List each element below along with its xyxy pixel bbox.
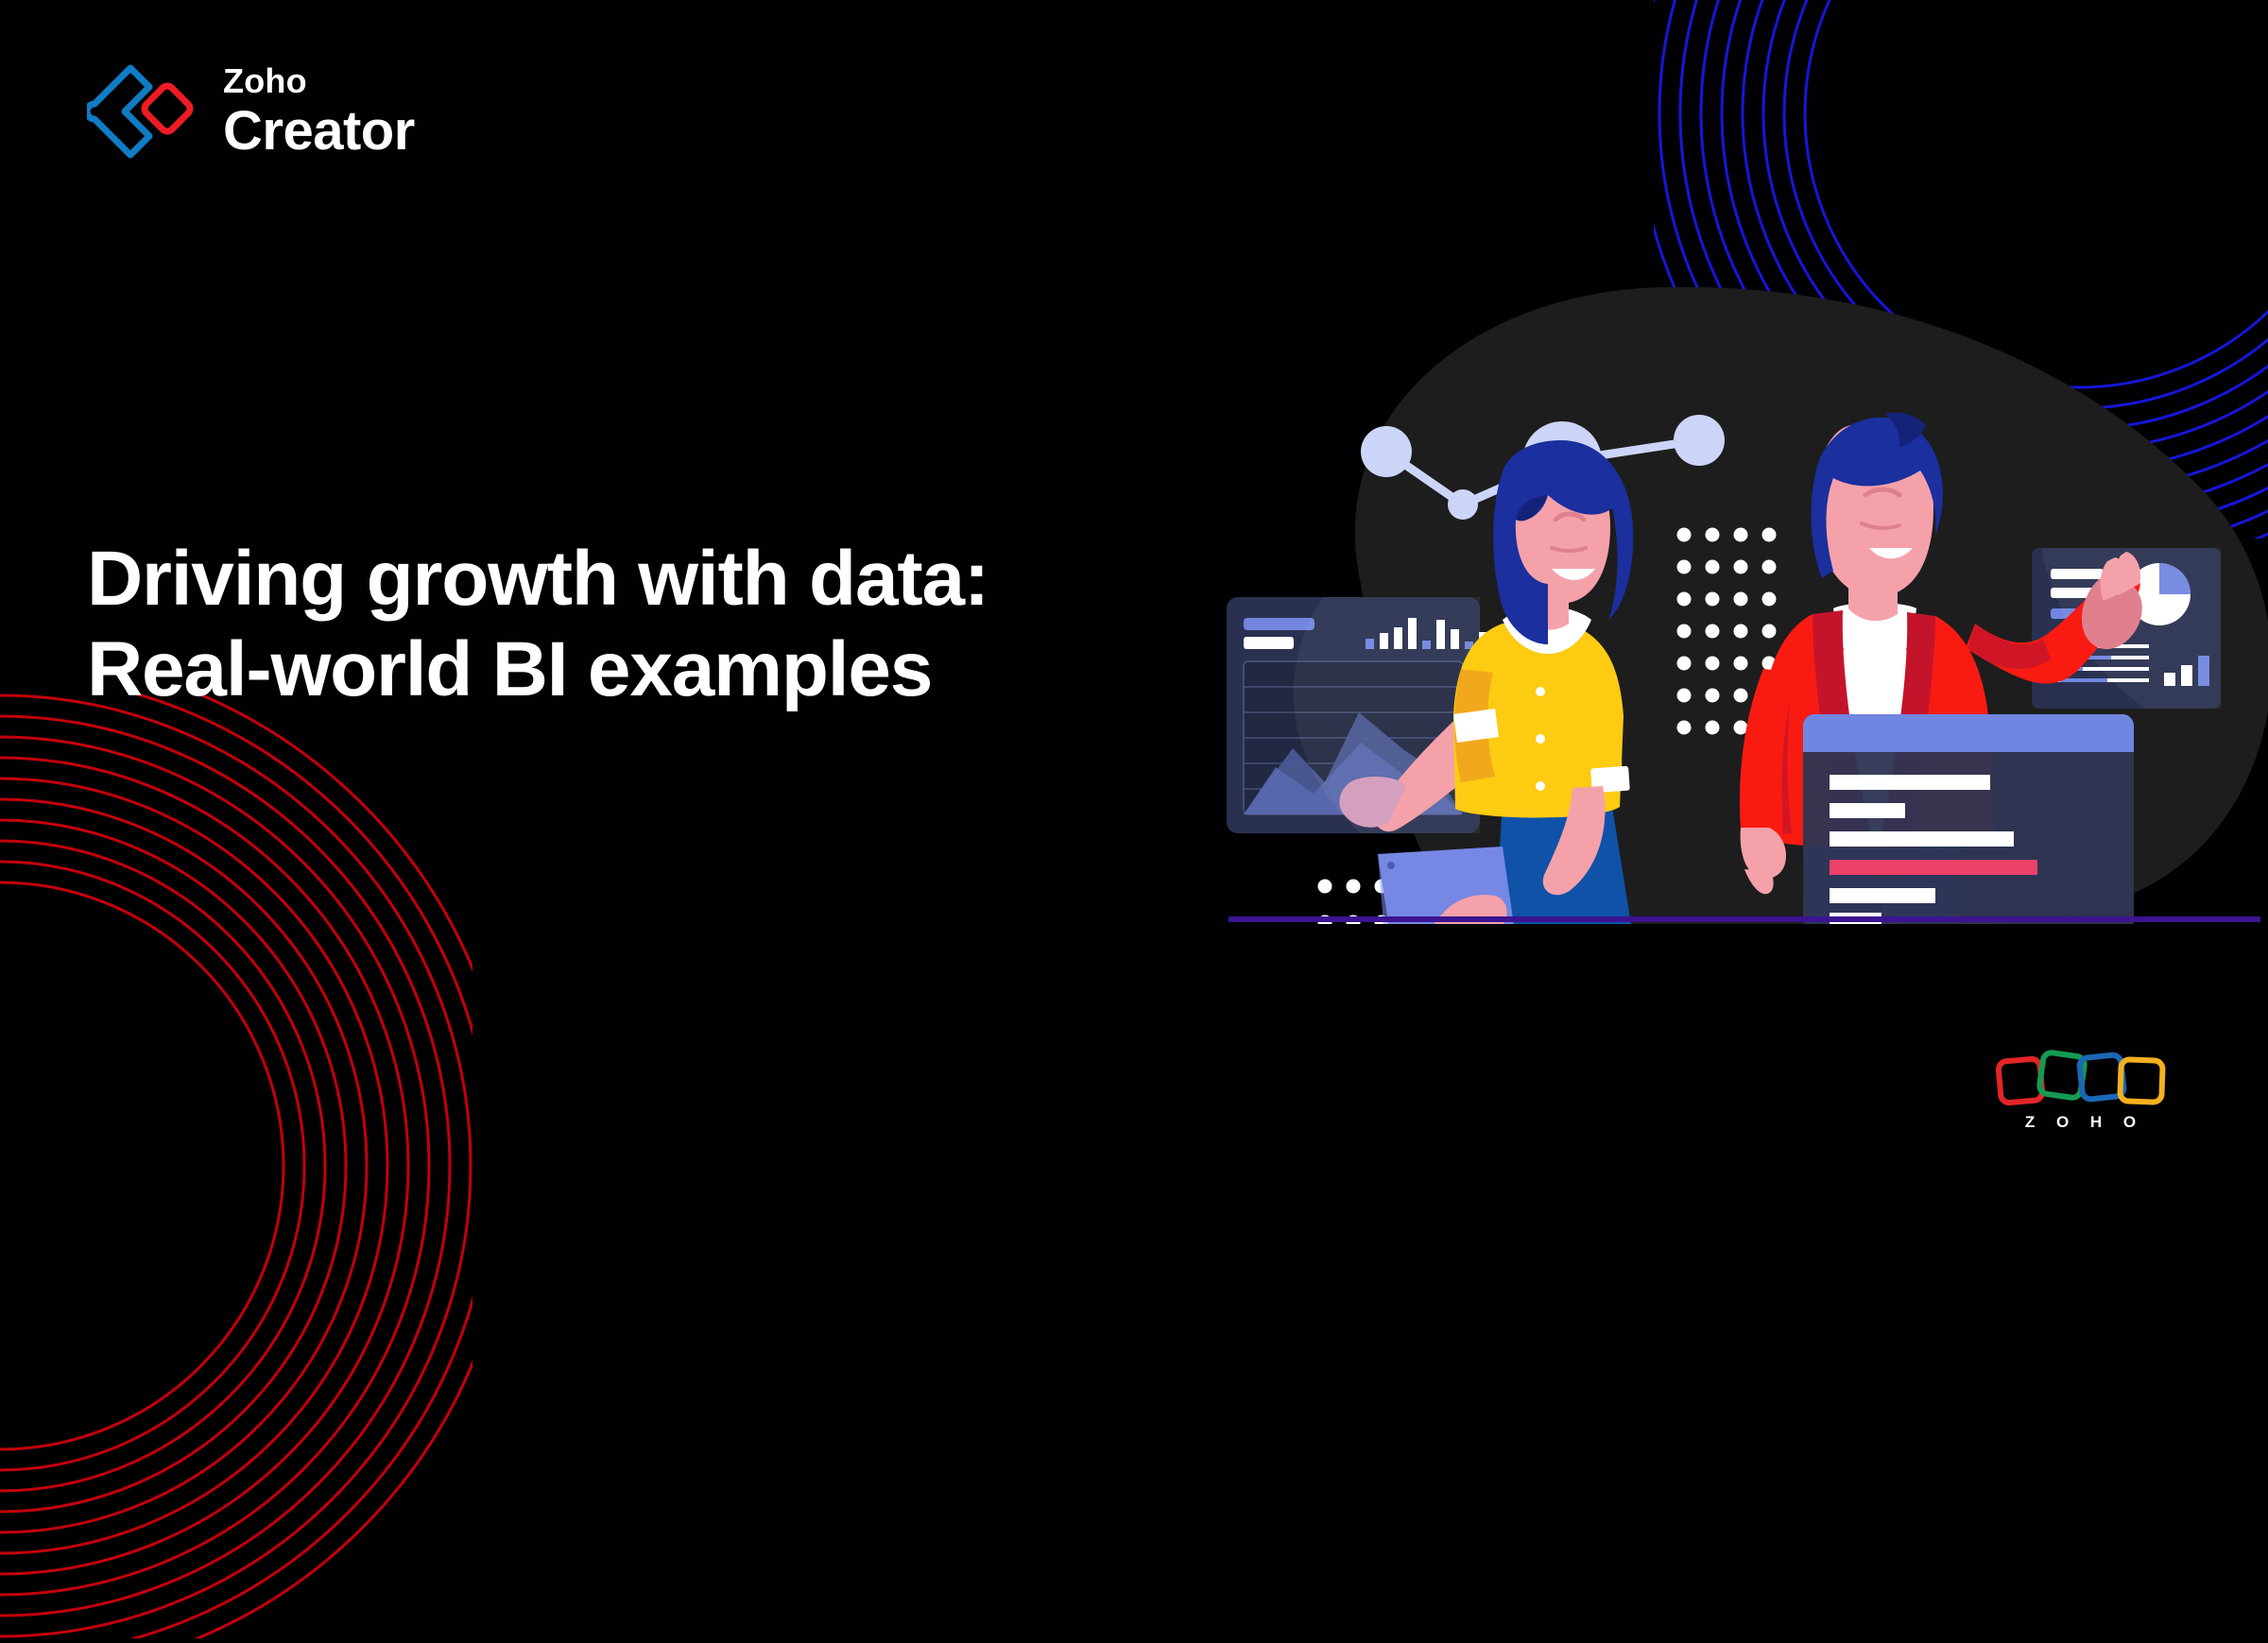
dot-grid-upper [1676, 527, 1777, 735]
page-title: Driving growth with data: Real-world BI … [87, 534, 1155, 715]
zoho-wordmark: Z O H O [2024, 1113, 2145, 1131]
brand-product: Creator [223, 100, 415, 162]
red-concentric-arcs [0, 652, 514, 1643]
bi-dashboard-people-illustration [1219, 272, 2268, 924]
zoho-corporate-logo[interactable]: Z O H O [1971, 1039, 2206, 1153]
headline-line-1: Driving growth with data: [87, 535, 989, 622]
report-card-panel [1803, 714, 2134, 924]
zoho-creator-logo-mark [83, 59, 198, 164]
ground-line [1228, 916, 2260, 922]
headline-line-2: Real-world BI examples [87, 625, 933, 712]
pie-chart [2128, 563, 2191, 625]
person-woman-yellow-shirt [1339, 440, 1634, 924]
brand-prefix: Zoho [223, 61, 307, 100]
brand-wordmark: Zoho Creator [223, 59, 415, 162]
brand-logo[interactable]: Zoho Creator [83, 59, 415, 164]
